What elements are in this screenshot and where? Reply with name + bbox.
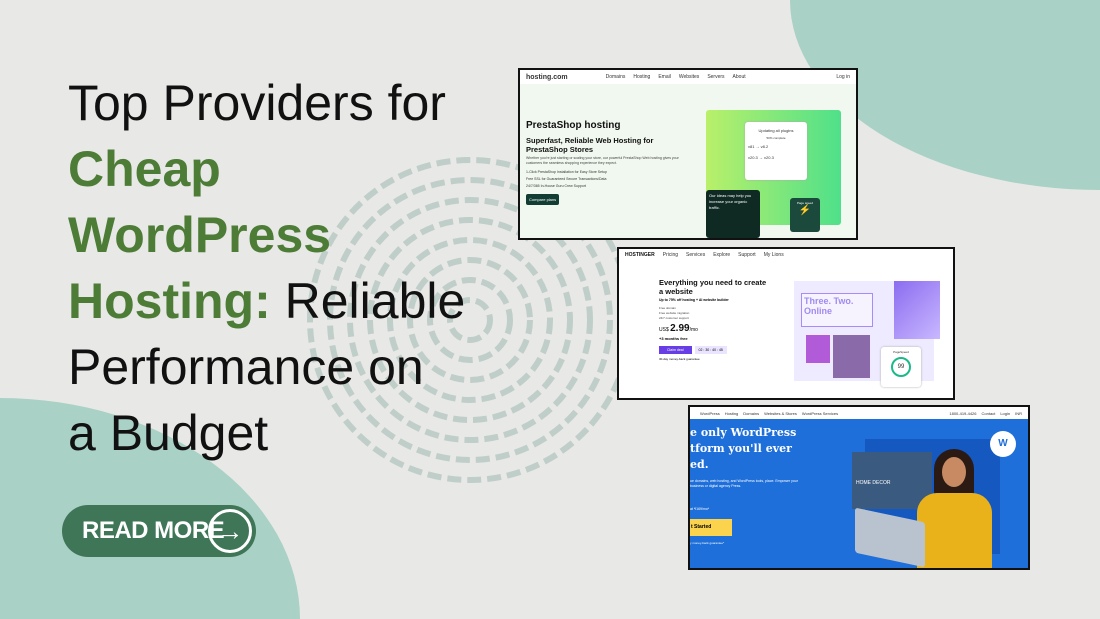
speed-label: PageSpeed (893, 350, 909, 354)
login-link: Log in (836, 74, 850, 80)
photo (806, 335, 830, 363)
headline-highlight: WordPress (68, 207, 332, 263)
arrow-right-icon: → (208, 509, 252, 553)
page-subtitle: Superfast, Reliable Web Hosting for Pres… (526, 136, 654, 154)
nav-item: My Lions (763, 252, 784, 258)
headline: tform you'll ever (690, 442, 792, 455)
feature: Free website migration (659, 311, 690, 315)
offer-text: Up to 75% off hosting + AI website build… (659, 298, 729, 302)
headline-line: Top Providers for (68, 75, 446, 131)
hostinger-screenshot: HOSTINGER Pricing Services Explore Suppo… (617, 247, 955, 400)
builder-heading: Three. Two. Online (801, 293, 873, 327)
photo (833, 335, 870, 378)
phone: 1800-419-4426 (949, 410, 977, 416)
headline-highlight: Hosting: (68, 273, 271, 329)
countdown-timer: 02 : 30 : 40 : 45 (694, 346, 727, 354)
price: at ₹169/mo* (690, 507, 710, 511)
bluehost-screenshot: WordPress Hosting Domains Websites & Sto… (688, 405, 1030, 570)
progress-text: 50% complete (766, 136, 786, 140)
nav-item: Hosting (724, 410, 739, 416)
lightning-icon: ⚡ (798, 205, 812, 216)
feature: Free domain (659, 306, 676, 310)
feature: 24/7/365 In-House Guru Crew Support (526, 184, 586, 188)
nav-bar: hosting.com Domains Hosting Email Websit… (520, 70, 856, 84)
currency: US$ (659, 327, 669, 333)
feature: 24/7 customer support (659, 316, 689, 320)
hosting-com-screenshot: hosting.com Domains Hosting Email Websit… (518, 68, 858, 240)
nav-item: About (732, 74, 746, 80)
currency-select: INR (1015, 410, 1022, 416)
get-started-button: t Started (690, 519, 732, 536)
row: v81 → v8.2 (748, 144, 769, 149)
nav-item: Servers (707, 74, 725, 80)
price: 2.99 (670, 323, 690, 334)
person-shirt (917, 493, 992, 568)
logo: hosting.com (526, 73, 568, 81)
home-decor-preview: HOME DECOR (852, 452, 932, 509)
read-more-label: READ MORE (82, 517, 225, 544)
description: ue domains, web hosting, and WordPress t… (690, 479, 798, 488)
nav-item: Hosting (633, 74, 651, 80)
nav-bar: HOSTINGER Pricing Services Explore Suppo… (619, 249, 953, 261)
page-title: PrestaShop hosting (526, 120, 621, 131)
headline: e only WordPress (690, 426, 797, 439)
row: v20.3 → v20.3 (748, 155, 774, 160)
tip-card: Our ideas may help you increase your org… (706, 190, 760, 238)
price-period: /mo (689, 327, 698, 333)
card-title: Updating all plugins (758, 128, 794, 133)
nav-item: Pricing (662, 252, 679, 258)
headline-line: Reliable (270, 273, 466, 329)
guarantee-text: y money-back guarantee* (690, 541, 725, 545)
nav-item: Services (686, 252, 706, 258)
photo (894, 281, 940, 339)
login-link: Login (1000, 410, 1011, 416)
guarantee-text: 30-day money-back guarantee (659, 357, 700, 361)
headline: Top Providers for Cheap WordPress Hostin… (68, 70, 513, 466)
nav-bar: WordPress Hosting Domains Websites & Sto… (690, 407, 1028, 419)
nav-item: Websites & Stores (764, 410, 797, 416)
headline-line: Performance on (68, 339, 424, 395)
nav-item: Explore (713, 252, 731, 258)
feature: 1-Click PrestaShop Installation for Easy… (526, 170, 607, 174)
person-face (942, 457, 966, 487)
nav-item: Support (738, 252, 756, 258)
feature: Free SSL for Guaranteed Secure Transacti… (526, 177, 607, 181)
contact-link: Contact (981, 410, 996, 416)
claim-deal-button: Claim deal (659, 346, 692, 354)
headline-highlight: Cheap (68, 141, 221, 197)
wordpress-badge-icon: W (990, 431, 1016, 457)
read-more-button[interactable]: READ MORE → (62, 505, 256, 557)
nav-item: Domains (743, 410, 760, 416)
page-title: Everything you need to create a website (659, 278, 767, 296)
bonus-text: +3 months free (659, 336, 688, 341)
nav-item: Domains (605, 74, 626, 80)
description: Whether you're just starting or scaling … (526, 156, 679, 165)
compare-plans-button: Compare plans (526, 194, 560, 205)
speed-score: 99 (891, 357, 911, 377)
decorative-rings (307, 157, 633, 483)
speed-label: Page speed (796, 201, 813, 205)
logo: HOSTINGER (625, 252, 655, 258)
nav-item: WordPress Services (801, 410, 839, 416)
nav-item: Email (658, 74, 671, 80)
headline: ed. (690, 458, 709, 471)
nav-item: WordPress (700, 410, 720, 416)
headline-line: a Budget (68, 405, 269, 461)
nav-item: Websites (678, 74, 700, 80)
